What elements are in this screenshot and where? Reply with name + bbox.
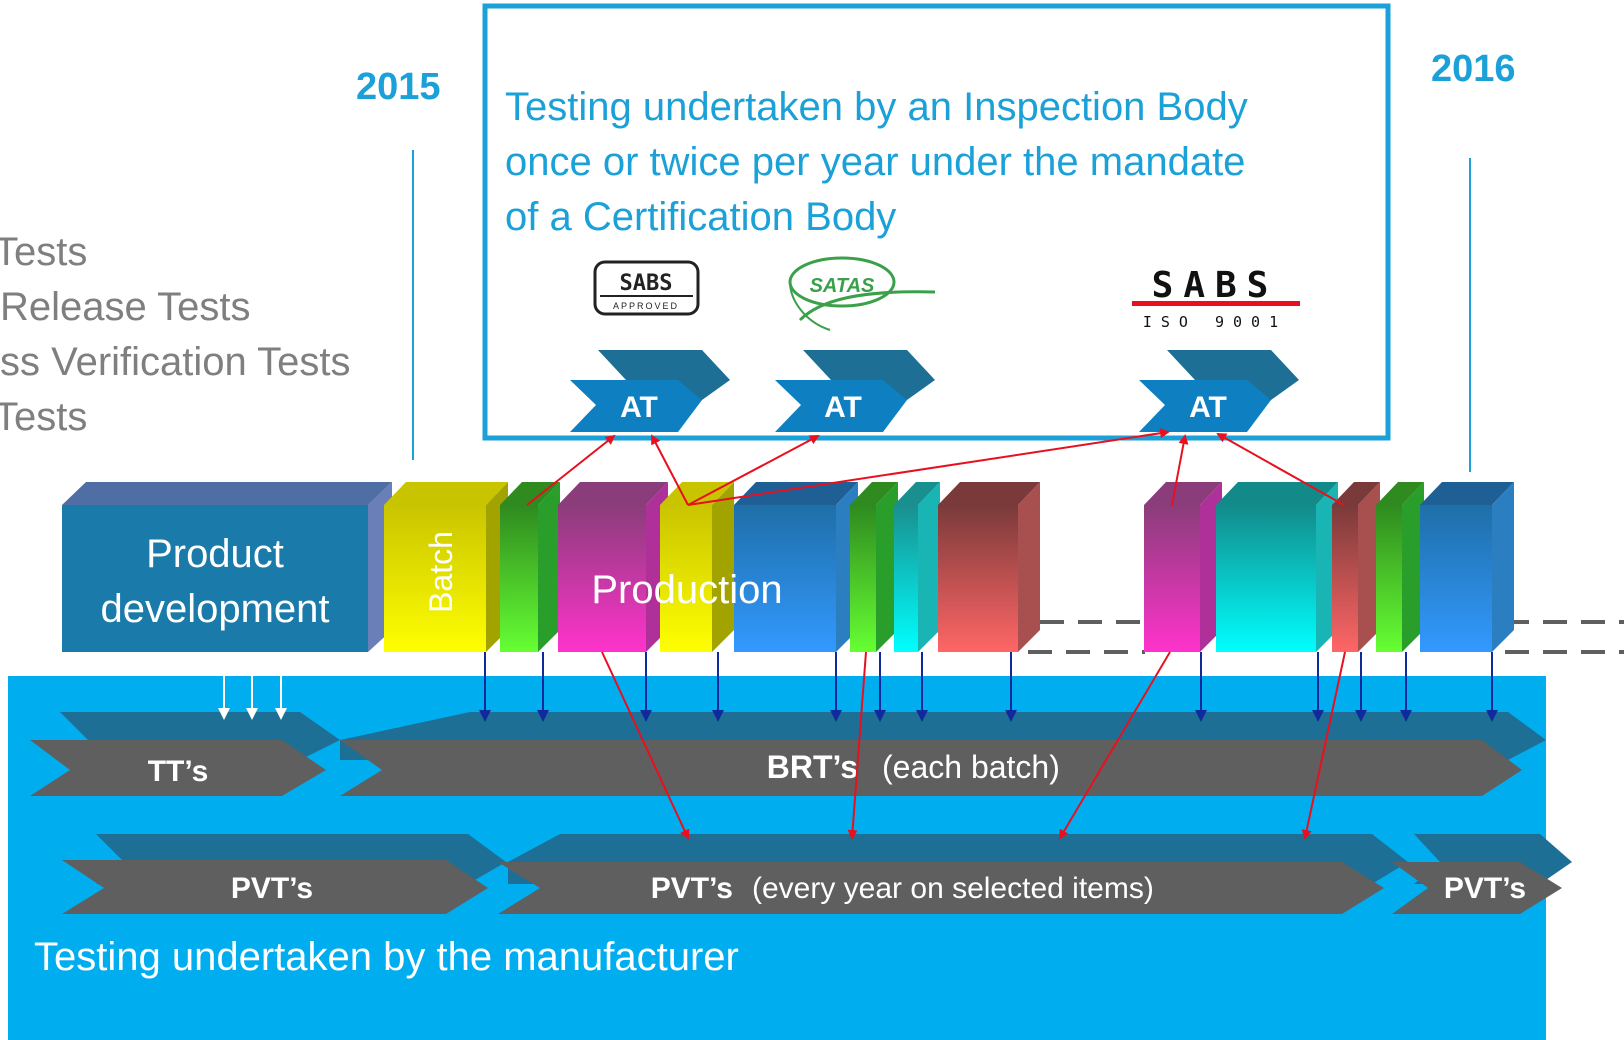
svg-text:PVT’s: PVT’s xyxy=(651,872,733,905)
inspection-text-line-2: once or twice per year under the mandate xyxy=(505,140,1245,184)
batch-block-green-2 xyxy=(850,482,898,652)
svg-text:SATAS: SATAS xyxy=(810,275,875,297)
batch-block-green-3 xyxy=(1376,482,1424,652)
svg-text:BRT’s: BRT’s xyxy=(767,749,858,785)
legend-audit-tests: Tests xyxy=(0,395,88,439)
batch-block-magenta-1 xyxy=(558,482,668,652)
batch-to-brt-arrows xyxy=(479,652,1498,722)
pvt-arrow-right: PVT’s xyxy=(1392,834,1572,914)
audit-test-chevron-2: AT xyxy=(775,350,935,432)
product-dev-down-arrows xyxy=(218,672,287,720)
satas-logo: SATAS xyxy=(788,256,936,331)
svg-text:SABS: SABS xyxy=(620,271,673,296)
audit-test-chevron-1: AT xyxy=(570,350,730,432)
svg-text:AT: AT xyxy=(620,391,658,424)
pvt-arrow-left: PVT’s xyxy=(62,834,506,914)
sabs-approved-logo: SABS APPROVED xyxy=(593,260,700,316)
batch-block-yellow-2 xyxy=(660,482,734,652)
audit-test-chevron-3: AT xyxy=(1139,350,1299,432)
batch-block-blue-2 xyxy=(1420,482,1514,652)
svg-text:(each batch): (each batch) xyxy=(882,749,1060,785)
batch-block-magenta-2 xyxy=(1144,482,1222,652)
svg-text:SABS: SABS xyxy=(1152,265,1279,306)
manufacturer-testing-label: Testing undertaken by the manufacturer xyxy=(34,935,739,979)
year-2016-label: 2016 xyxy=(1431,48,1516,90)
svg-text:Batch: Batch xyxy=(423,531,459,613)
legend-batch-release-tests: Release Tests xyxy=(0,285,251,329)
batch-block-cyan-1 xyxy=(894,482,940,652)
svg-text:ISO 9001: ISO 9001 xyxy=(1143,313,1287,331)
inspection-text-line-3: of a Certification Body xyxy=(505,195,896,239)
svg-text:APPROVED: APPROVED xyxy=(613,301,679,311)
svg-text:AT: AT xyxy=(824,391,862,424)
svg-text:PVT’s: PVT’s xyxy=(231,872,313,905)
batch-block-red-2 xyxy=(1332,482,1380,652)
svg-text:Product: Product xyxy=(146,532,284,576)
batch-block-green-1 xyxy=(500,482,560,652)
svg-text:AT: AT xyxy=(1189,391,1227,424)
audit-selection-arrows xyxy=(526,428,1346,840)
legend-process-verification-tests: ss Verification Tests xyxy=(0,340,351,384)
svg-text:development: development xyxy=(100,587,329,631)
legend-type-tests: Tests xyxy=(0,230,88,274)
type-tests-arrow: TT’s xyxy=(30,712,340,796)
batch-release-tests-arrow: BRT’s (each batch) xyxy=(340,712,1546,796)
batch-block-teal xyxy=(1216,482,1338,652)
inspection-text-line-1: Testing undertaken by an Inspection Body xyxy=(505,85,1248,129)
batch-block-blue-1 xyxy=(734,482,858,652)
svg-text:PVT’s: PVT’s xyxy=(1444,872,1526,905)
year-2015-label: 2015 xyxy=(356,66,441,108)
svg-text:TT’s: TT’s xyxy=(148,755,209,788)
sabs-iso-9001-logo: SABS ISO 9001 xyxy=(1132,265,1300,331)
svg-text:(every year on selected items): (every year on selected items) xyxy=(752,872,1154,905)
batch-block-red-1 xyxy=(938,482,1040,652)
pvt-arrow-middle: PVT’s (every year on selected items) xyxy=(498,834,1408,914)
product-development-block: Product development xyxy=(62,482,392,652)
batch-block-yellow: Batch xyxy=(384,482,508,652)
production-label: Production xyxy=(591,568,782,612)
